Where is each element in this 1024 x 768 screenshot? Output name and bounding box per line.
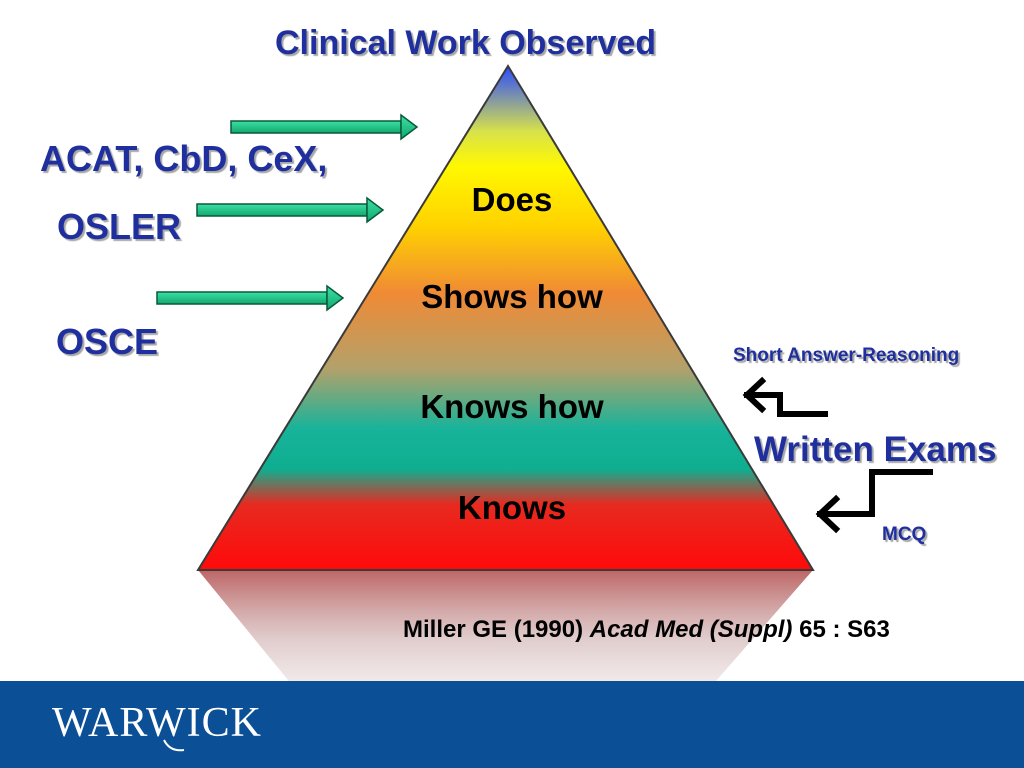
- citation: Miller GE (1990) Acad Med (Suppl) 65 : S…: [403, 616, 890, 644]
- pyramid-layer-shows-how: Shows how: [421, 278, 603, 315]
- label-short-answer-reasoning: Short Answer-Reasoning: [733, 345, 960, 366]
- pyramid-layer-knows-how: Knows how: [420, 388, 604, 425]
- pyramid-layer-knows: Knows: [457, 489, 567, 526]
- svg-text:WARWICK: WARWICK: [52, 700, 262, 746]
- label-acat-cbd-cex: ACAT, CbD, CeX,: [40, 138, 328, 179]
- page-title: Clinical Work Observed: [275, 24, 657, 62]
- pyramid: [196, 64, 815, 571]
- label-mcq: MCQ: [882, 524, 927, 545]
- label-osce: OSCE: [56, 321, 159, 362]
- arrow-short-answer: [742, 376, 828, 417]
- citation-prefix: Miller GE (1990): [403, 616, 590, 643]
- pyramid-layer-does: Does: [471, 181, 553, 218]
- label-osler: OSLER: [57, 206, 182, 247]
- label-written-exams: Written Exams: [754, 430, 997, 469]
- arrow-osler: [196, 196, 385, 224]
- citation-journal: Acad Med (Suppl): [589, 616, 793, 643]
- arrow-osce: [156, 284, 345, 312]
- footer-bar: [0, 681, 1024, 768]
- arrow-acat: [230, 113, 419, 141]
- citation-suffix: 65 : S63: [792, 616, 890, 643]
- warwick-logo: WARWICK: [52, 700, 262, 752]
- arrow-mcq: [815, 469, 933, 534]
